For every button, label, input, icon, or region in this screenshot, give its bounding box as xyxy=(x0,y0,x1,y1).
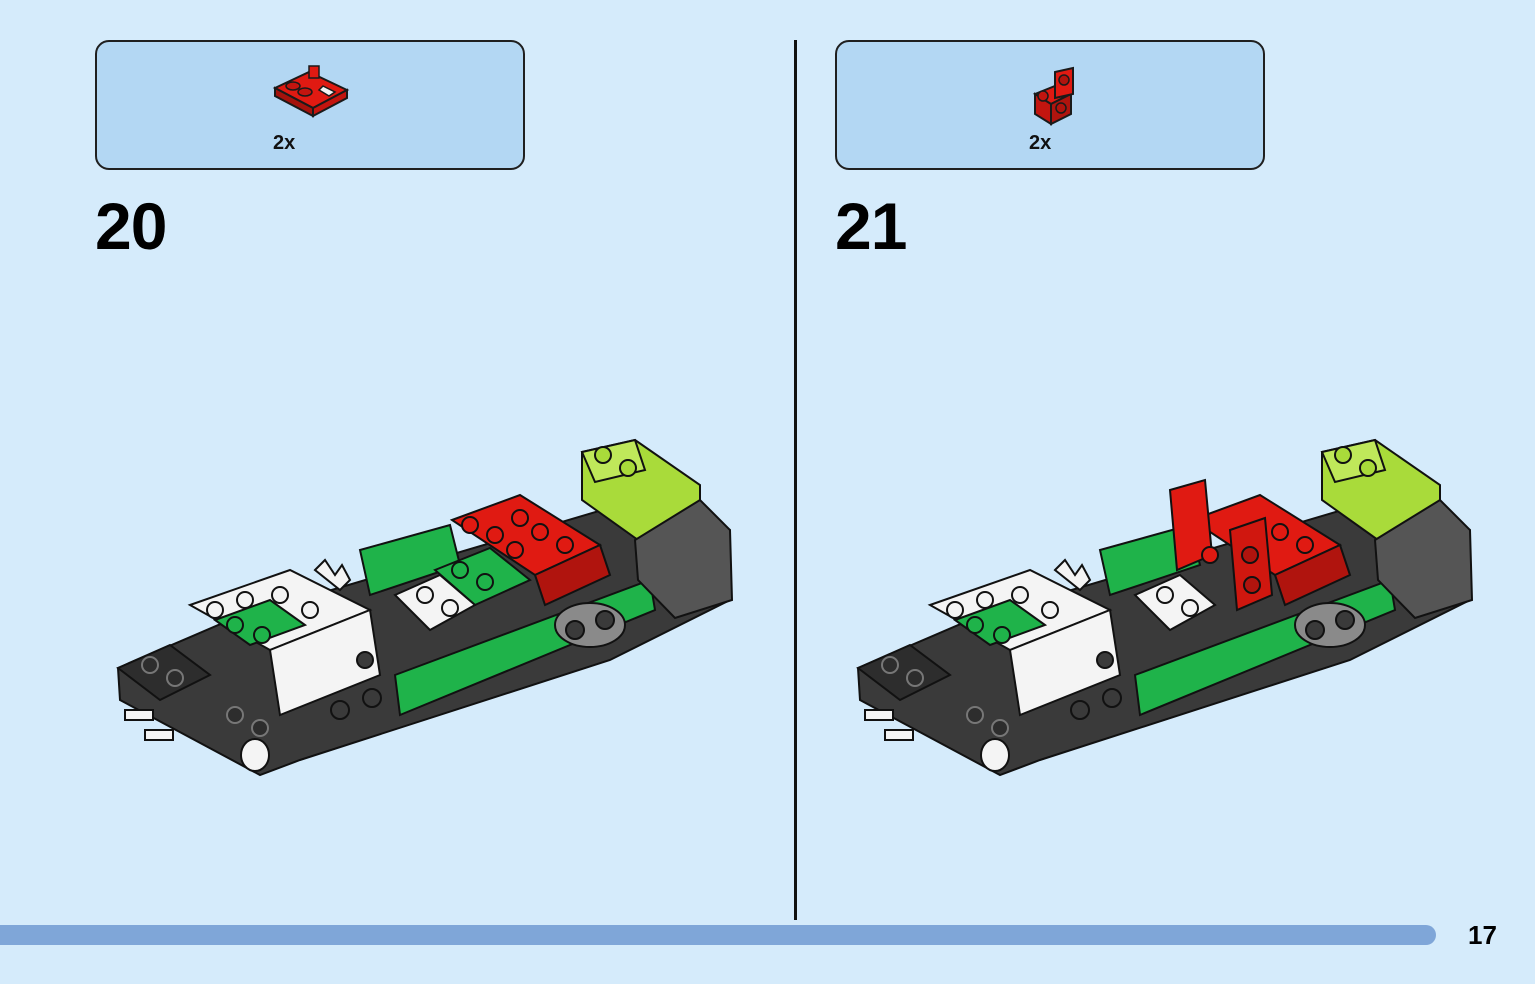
step-divider xyxy=(794,40,797,920)
red-plate-with-clip-icon xyxy=(272,65,350,118)
parts-quantity: 2x xyxy=(1029,132,1052,154)
red-bracket-plate-icon xyxy=(1032,66,1074,126)
step-number: 21 xyxy=(835,189,907,263)
progress-bar xyxy=(0,925,1436,945)
step-20-panel: 2x 20 xyxy=(0,0,760,930)
parts-quantity: 2x xyxy=(273,132,296,154)
parts-callout: 2x xyxy=(95,40,525,170)
step-21-panel: 2x 21 xyxy=(740,0,1500,930)
step-number: 20 xyxy=(95,189,167,263)
parts-callout: 2x xyxy=(835,40,1265,170)
vehicle-model-illustration xyxy=(116,438,734,777)
vehicle-model-illustration xyxy=(856,438,1474,777)
page-number: 17 xyxy=(1468,920,1497,950)
